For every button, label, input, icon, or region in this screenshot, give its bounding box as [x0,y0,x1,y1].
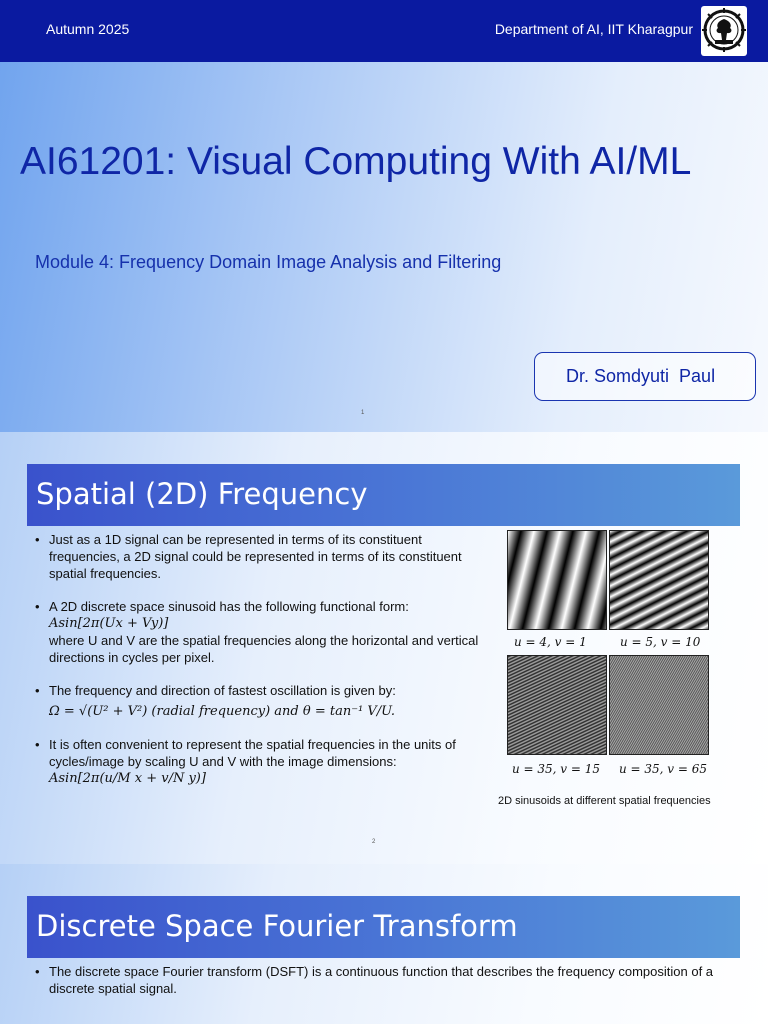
term-label: Autumn 2025 [46,21,130,37]
department-label: Department of AI, IIT Kharagpur [494,21,693,37]
slide-heading-banner: Spatial (2D) Frequency [27,464,740,526]
bullet-item: Just as a 1D signal can be represented i… [34,531,484,582]
slide-heading-banner: Discrete Space Fourier Transform [27,896,740,958]
sinusoid-image [609,530,709,630]
spatial-frequency-slide: Spatial (2D) Frequency Just as a 1D sign… [0,432,768,864]
bullet-text: The frequency and direction of fastest o… [49,683,396,698]
sinusoid-caption: u = 5, v = 10 [620,635,701,649]
sinusoid-caption: u = 35, v = 15 [512,762,601,776]
bullet-item: The frequency and direction of fastest o… [34,682,484,720]
bullet-list: The discrete space Fourier transform (DS… [34,963,744,1013]
sinusoid-formula: Asin[2π(Ux + Vy)] [49,616,169,631]
figure-caption: 2D sinusoids at different spatial freque… [498,795,711,807]
bullet-text: A 2D discrete space sinusoid has the fol… [49,599,409,614]
presenter-name: Dr. Somdyuti Paul [566,366,716,386]
bullet-text: Just as a 1D signal can be represented i… [49,532,462,581]
dsft-slide: Discrete Space Fourier Transform The dis… [0,864,768,1024]
sinusoid-image [507,530,607,630]
page-number: 2 [372,839,376,845]
sinusoid-caption: u = 4, v = 1 [514,635,587,649]
page-number: 1 [361,410,365,416]
slide-heading: Spatial (2D) Frequency [36,477,368,511]
presenter-box: Dr. Somdyuti Paul [534,352,756,401]
bullet-item: The discrete space Fourier transform (DS… [34,963,744,997]
course-title: AI61201: Visual Computing With AI/ML [20,140,692,183]
bullet-list: Just as a 1D signal can be represented i… [34,531,484,803]
bullet-item: A 2D discrete space sinusoid has the fol… [34,598,484,666]
scaled-sinusoid-formula: Asin[2π(u/M x + v/N y)] [49,771,206,786]
sinusoid-image [507,655,607,755]
iit-kharagpur-logo [701,6,747,56]
sinusoid-caption: u = 35, v = 65 [619,762,708,776]
title-slide: Autumn 2025 Department of AI, IIT Kharag… [0,0,768,432]
header-bar: Autumn 2025 Department of AI, IIT Kharag… [0,0,768,62]
bullet-text: where U and V are the spatial frequencie… [49,633,479,665]
bullet-text: The discrete space Fourier transform (DS… [49,964,714,996]
bullet-text: It is often convenient to represent the … [49,737,456,769]
bullet-item: It is often convenient to represent the … [34,736,484,787]
sinusoid-image [609,655,709,755]
slide-heading: Discrete Space Fourier Transform [36,909,518,943]
radial-frequency-formula: Ω = √(U² + V²) (radial frequency) and θ … [49,704,396,719]
module-subtitle: Module 4: Frequency Domain Image Analysi… [35,252,502,272]
